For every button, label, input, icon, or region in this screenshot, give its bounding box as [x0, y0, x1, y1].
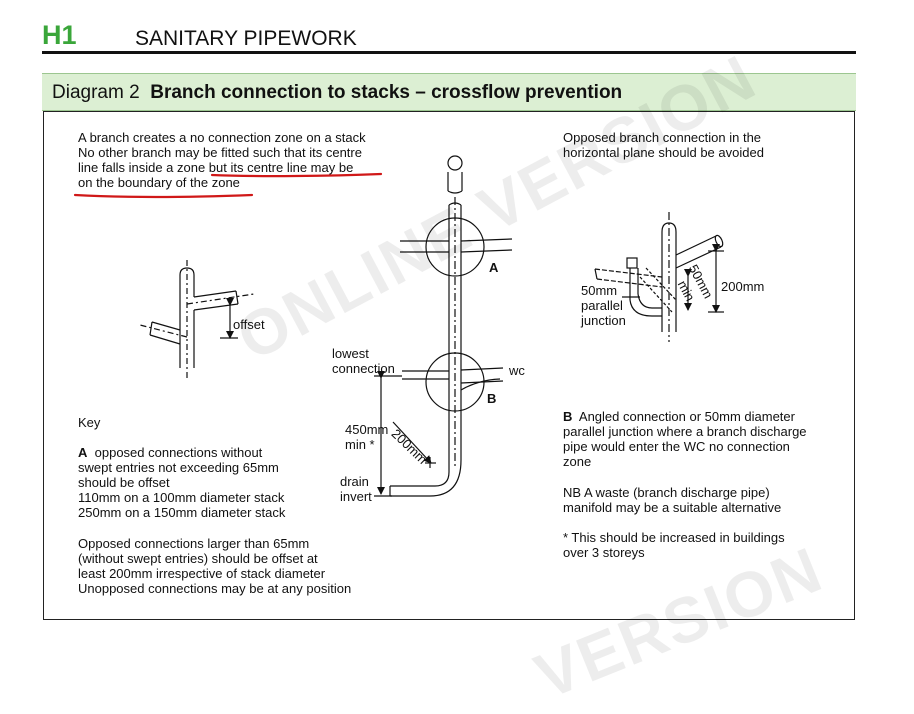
- key-a-line-2: swept entries not exceeding 65mm: [78, 460, 279, 475]
- section-title: SANITARY PIPEWORK: [135, 27, 357, 50]
- header-rule: [42, 51, 856, 54]
- key-p2-line-4: Unopposed connections may be at any posi…: [78, 581, 352, 596]
- dim-200-right-label: 200mm: [721, 279, 765, 294]
- parallel-junction-label-3: junction: [581, 313, 626, 328]
- key-p2-line-2: (without swept entries) should be offset…: [78, 551, 318, 566]
- parallel-junction-label-2: parallel: [581, 298, 623, 313]
- note-b-text-1: Angled connection or 50mm diameter: [578, 409, 795, 424]
- diagram-heading: Branch connection to stacks – crossflow …: [150, 82, 623, 103]
- right-line-1: Opposed branch connection in the: [563, 130, 762, 145]
- zone-label-a: A: [489, 260, 499, 275]
- key-a-line-4: 110mm on a 100mm diameter stack: [78, 490, 285, 505]
- key-a-text-1: opposed connections without: [94, 445, 263, 460]
- star-line-1: * This should be increased in buildings: [563, 530, 785, 545]
- stack-zone-figure: [374, 155, 513, 497]
- key-a-line-3: should be offset: [78, 475, 170, 490]
- intro-line-1: A branch creates a no connection zone on…: [78, 130, 366, 145]
- nb-line-2: manifold may be a suitable alternative: [563, 500, 782, 515]
- diagram-frame: [43, 111, 855, 620]
- offset-label: offset: [233, 317, 265, 332]
- right-line-2: horizontal plane should be avoided: [563, 145, 764, 160]
- note-b-line-3: pipe would enter the WC no connection: [563, 439, 790, 454]
- parallel-junction-figure: [594, 212, 724, 342]
- section-code: H1: [42, 20, 77, 50]
- dim-450-label-2: min *: [345, 437, 375, 452]
- diagram-number: Diagram 2: [52, 82, 140, 103]
- key-p2-line-3: least 200mm irrespective of stack diamet…: [78, 566, 326, 581]
- dim-450-label-1: 450mm: [345, 422, 389, 437]
- offset-branch-figure: [139, 260, 255, 378]
- note-b-line-1: B Angled connection or 50mm diameter: [563, 409, 795, 424]
- note-b-line-2: parallel junction where a branch dischar…: [563, 424, 807, 439]
- red-annotation-underline: [73, 172, 383, 198]
- lowest-connection-label-2: connection: [332, 361, 395, 376]
- drain-invert-label-1: drain: [340, 474, 369, 489]
- diagram-title-bar: [42, 73, 856, 111]
- nb-line-1: NB A waste (branch discharge pipe): [563, 485, 770, 500]
- wc-label: wc: [509, 363, 525, 378]
- drain-invert-label-2: invert: [340, 489, 372, 504]
- intro-line-2: No other branch may be fitted such that …: [78, 145, 362, 160]
- key-a-line-5: 250mm on a 150mm diameter stack: [78, 505, 286, 520]
- note-b-line-4: zone: [563, 454, 592, 469]
- lowest-connection-label-1: lowest: [332, 346, 369, 361]
- key-a-letter: A: [78, 445, 88, 460]
- star-line-2: over 3 storeys: [563, 545, 645, 560]
- diagram-line-art: [73, 155, 724, 497]
- key-a-line-1: A opposed connections without: [78, 445, 262, 460]
- zone-label-b: B: [487, 391, 497, 406]
- note-b-letter: B: [563, 409, 573, 424]
- key-p2-line-1: Opposed connections larger than 65mm: [78, 536, 310, 551]
- diagram-title: Diagram 2 Branch connection to stacks – …: [52, 82, 622, 104]
- intro-line-3: line falls inside a zone but its centre …: [78, 160, 354, 175]
- parallel-junction-label-1: 50mm: [581, 283, 618, 298]
- intro-line-4: on the boundary of the zone: [78, 175, 240, 190]
- key-title: Key: [78, 415, 101, 430]
